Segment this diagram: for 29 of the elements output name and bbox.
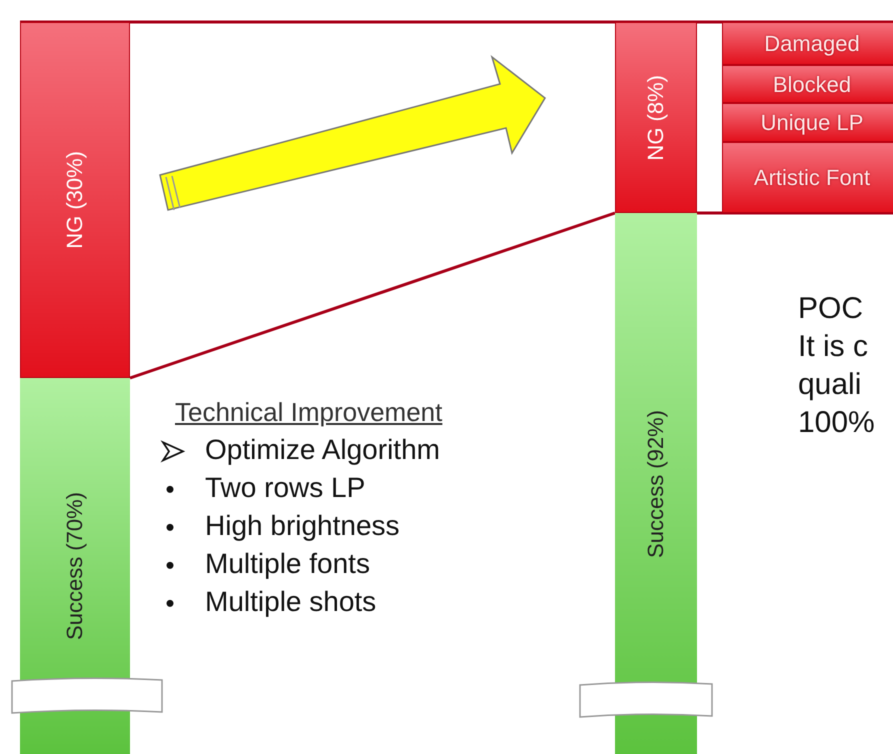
segment-label: Blocked	[772, 72, 852, 96]
note-text: POC	[798, 292, 864, 326]
break-mark	[579, 680, 713, 718]
category-box	[722, 103, 893, 142]
success-segment	[20, 378, 130, 754]
list-item: Multiple shots	[205, 586, 376, 618]
category-box	[722, 142, 893, 213]
break-mark	[11, 676, 163, 714]
connector-line	[130, 212, 616, 380]
list-item: High brightness	[205, 510, 400, 542]
segment-label: Damaged	[763, 31, 861, 56]
category-box	[722, 65, 893, 103]
segment-label: NG (8%)	[643, 74, 669, 160]
segment-label: Success (92%)	[643, 410, 669, 558]
segment-label: Unique LP	[760, 110, 864, 135]
note-text: 100%	[798, 406, 875, 440]
ng-segment	[615, 22, 697, 213]
list-item: Two rows LP	[205, 472, 366, 504]
segment-label: Success (70%)	[62, 492, 88, 640]
list-item: Multiple fonts	[205, 548, 370, 580]
note-text: It is c	[798, 330, 868, 364]
note-text: quali	[798, 368, 862, 402]
segment-label: Artistic Font	[752, 165, 872, 190]
list-item: Optimize Algorithm	[205, 434, 440, 466]
ng-segment	[20, 22, 130, 378]
category-box	[722, 22, 893, 65]
success-segment	[615, 213, 697, 754]
list-heading: Technical Improvement	[175, 397, 442, 428]
segment-label: NG (30%)	[62, 151, 88, 249]
